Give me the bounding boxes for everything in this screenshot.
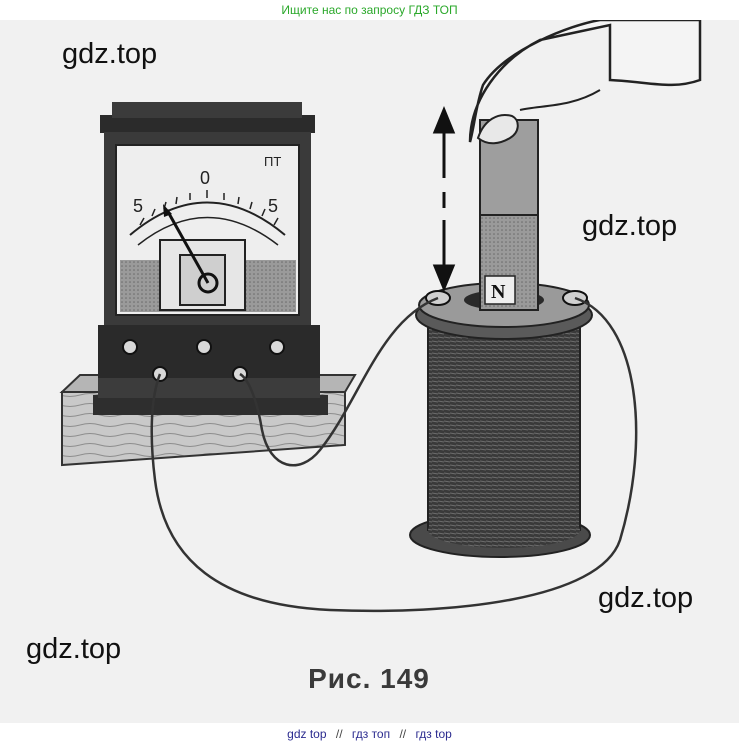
scale-label-zero: 0 xyxy=(200,168,210,188)
coil xyxy=(409,282,593,558)
galvanometer-needle xyxy=(165,209,210,284)
watermark: gdz.top xyxy=(26,633,122,665)
unit-mark: ПТ xyxy=(264,154,281,169)
footer-separator: // xyxy=(399,727,407,741)
scale-label-left: 5 xyxy=(133,196,143,216)
motion-arrow xyxy=(432,106,456,292)
footer-link-1[interactable]: gdz top xyxy=(287,727,327,741)
magnet-pole-label: N xyxy=(491,281,506,303)
galvanometer: 5 0 5 ПТ xyxy=(93,102,328,415)
hand xyxy=(468,20,702,145)
footer-links: gdz top // гдз топ // гдз top xyxy=(0,723,739,745)
footer-link-3[interactable]: гдз top xyxy=(415,727,452,741)
scale-label-right: 5 xyxy=(268,196,278,216)
figure-illustration: 5 0 5 ПТ xyxy=(59,20,702,694)
watermark: gdz.top xyxy=(598,582,694,614)
watermark: gdz.top xyxy=(582,210,678,242)
figure-caption: Рис. 149 xyxy=(308,663,430,694)
top-banner[interactable]: Ищите нас по запросу ГДЗ ТОП xyxy=(0,0,739,20)
watermark: gdz.top xyxy=(62,38,158,70)
wires xyxy=(150,296,638,613)
figure: 5 0 5 ПТ xyxy=(0,20,739,723)
banner-text[interactable]: Ищите нас по запросу ГДЗ ТОП xyxy=(281,3,458,17)
bar-magnet: N xyxy=(479,119,539,311)
footer-separator: // xyxy=(335,727,343,741)
footer-link-2[interactable]: гдз топ xyxy=(351,727,391,741)
